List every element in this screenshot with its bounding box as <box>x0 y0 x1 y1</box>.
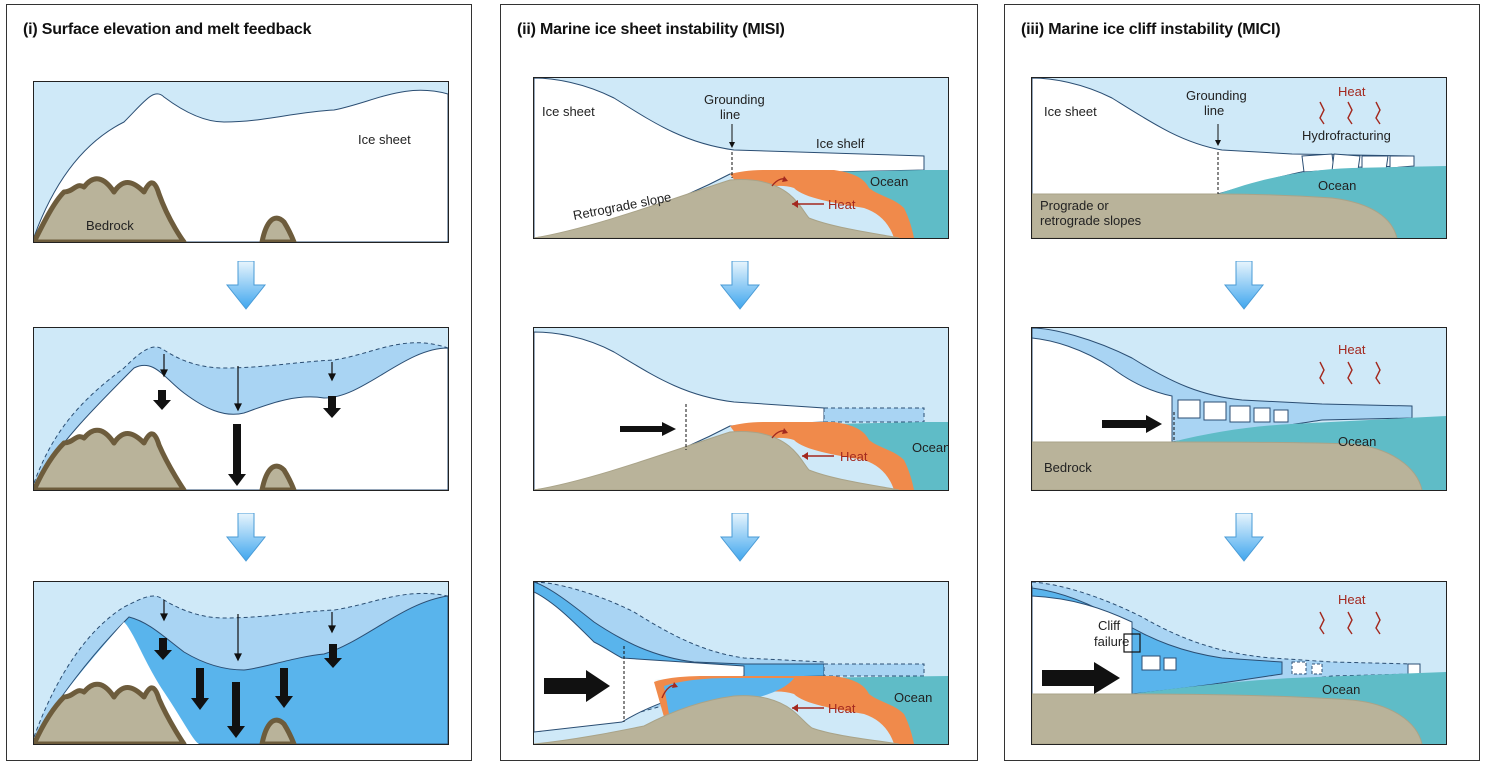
label-heat: Heat <box>1338 342 1366 357</box>
label-grounding-line: Grounding <box>1186 88 1247 103</box>
column-title: (ii) Marine ice sheet instability (MISI) <box>517 21 785 38</box>
panel-misi-3: Ocean Heat <box>533 581 949 745</box>
diagram-misi-3: Ocean Heat <box>534 582 948 744</box>
label-ice-sheet: Ice sheet <box>1044 104 1097 119</box>
panel-surface-3 <box>33 581 449 745</box>
label-heat: Heat <box>1338 592 1366 607</box>
panel-misi-2: Ocean Heat <box>533 327 949 491</box>
label-slopes: Prograde or <box>1040 198 1109 213</box>
diagram-mici-2: Heat Ocean Bedrock <box>1032 328 1446 490</box>
label-ocean: Ocean <box>1318 178 1356 193</box>
label-ocean: Ocean <box>1338 434 1376 449</box>
label-ice-sheet: Ice sheet <box>358 132 411 147</box>
diagram-surface-1: Ice sheet Bedrock <box>34 89 448 242</box>
diagram-misi-1: Ice sheet Grounding line Ice shelf Ocean… <box>534 78 948 238</box>
down-arrow-icon <box>1223 513 1265 562</box>
panel-mici-1: Ice sheet Grounding line Heat Hydrofract… <box>1031 77 1447 239</box>
diagram-mici-3: Cliff failure Heat Ocean <box>1032 582 1446 744</box>
diagram-misi-2: Ocean Heat <box>534 331 948 490</box>
label-ice-shelf: Ice shelf <box>816 136 865 151</box>
label-bedrock: Bedrock <box>86 218 134 233</box>
label-grounding-line-2: line <box>1204 103 1224 118</box>
panel-misi-1: Ice sheet Grounding line Ice shelf Ocean… <box>533 77 949 239</box>
column-title: (i) Surface elevation and melt feedback <box>23 21 312 38</box>
down-arrow-icon <box>719 261 761 310</box>
label-heat: Heat <box>828 701 856 716</box>
label-hydrofracturing: Hydrofracturing <box>1302 128 1391 143</box>
column-misi: (ii) Marine ice sheet instability (MISI)… <box>500 4 978 761</box>
down-arrow-icon <box>1223 261 1265 310</box>
label-ocean: Ocean <box>912 440 948 455</box>
label-ice-sheet: Ice sheet <box>542 104 595 119</box>
down-arrow-icon <box>225 513 267 562</box>
diagram-mici-1: Ice sheet Grounding line Heat Hydrofract… <box>1032 78 1446 238</box>
label-grounding-line: Grounding <box>704 92 765 107</box>
label-heat: Heat <box>840 449 868 464</box>
column-surface-elevation: (i) Surface elevation and melt feedback … <box>6 4 472 761</box>
panel-mici-2: Heat Ocean Bedrock <box>1031 327 1447 491</box>
label-cliff-failure-2: failure <box>1094 634 1129 649</box>
label-heat: Heat <box>1338 84 1366 99</box>
diagram-surface-2 <box>34 342 448 490</box>
panel-surface-2 <box>33 327 449 491</box>
panel-surface-1: Ice sheet Bedrock <box>33 81 449 243</box>
down-arrow-icon <box>225 261 267 310</box>
column-title: (iii) Marine ice cliff instability (MICI… <box>1021 21 1281 38</box>
label-slopes-2: retrograde slopes <box>1040 213 1142 228</box>
diagram-surface-3 <box>34 592 448 744</box>
label-heat: Heat <box>828 197 856 212</box>
panel-mici-3: Cliff failure Heat Ocean <box>1031 581 1447 745</box>
label-ocean: Ocean <box>894 690 932 705</box>
label-ocean: Ocean <box>870 174 908 189</box>
label-grounding-line-2: line <box>720 107 740 122</box>
label-ocean: Ocean <box>1322 682 1360 697</box>
label-cliff-failure: Cliff <box>1098 618 1121 633</box>
label-bedrock: Bedrock <box>1044 460 1092 475</box>
column-mici: (iii) Marine ice cliff instability (MICI… <box>1004 4 1480 761</box>
down-arrow-icon <box>719 513 761 562</box>
